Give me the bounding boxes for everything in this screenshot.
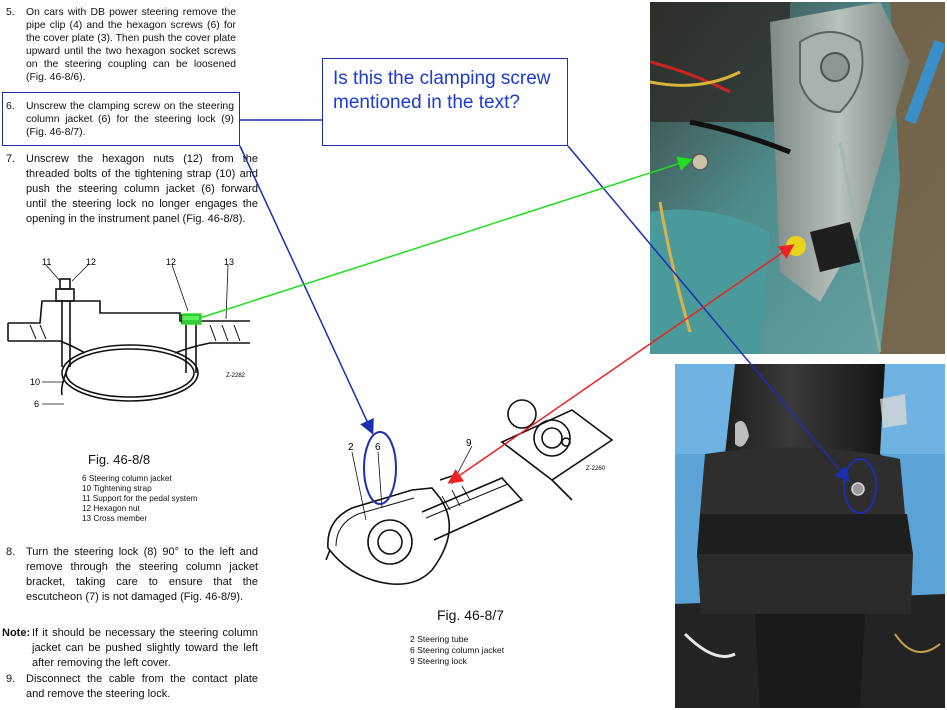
legend-item: 12 Hexagon nut: [82, 504, 140, 513]
callout-question: Is this the clamping screw mentioned in …: [322, 58, 568, 146]
fig2-label-2: 2: [348, 442, 354, 453]
steering-column-photo: [675, 364, 945, 708]
step-9: 9. Disconnect the cable from the contact…: [6, 672, 258, 702]
step-number: 8.: [6, 546, 16, 558]
step-text: Unscrew the clamping screw on the steeri…: [26, 101, 234, 138]
step-5: 5. On cars with DB power steering remove…: [6, 6, 236, 84]
legend-item: 9 Steering lock: [410, 656, 467, 666]
fig1-label-12b: 12: [166, 257, 176, 267]
step-number: 9.: [6, 673, 16, 685]
step-text: On cars with DB power steering remove th…: [26, 7, 236, 83]
note-text: If it should be necessary the steering c…: [32, 627, 258, 669]
note: Note: If it should be necessary the stee…: [2, 626, 258, 671]
step-text: Disconnect the cable from the contact pl…: [26, 673, 258, 700]
fig1-label-10: 10: [30, 377, 40, 387]
fig2-label-6: 6: [375, 442, 381, 453]
fig-46-8-8-diagram: 11 12 12 13 10 6 Z-2282: [7, 257, 250, 409]
engine-bay-photo: [650, 2, 945, 354]
fig-46-8-7-legend: 2 Steering tube 6 Steering column jacket…: [410, 634, 504, 667]
fig1-label-13: 13: [224, 257, 234, 267]
fig2-label-9: 9: [466, 438, 472, 449]
fig1-code: Z-2282: [226, 373, 246, 379]
step-8: 8. Turn the steering lock (8) 90° to the…: [6, 545, 258, 605]
fig-46-8-7-caption: Fig. 46-8/7: [437, 607, 504, 623]
step-text: Turn the steering lock (8) 90° to the le…: [26, 546, 258, 603]
legend-item: 13 Cross member: [82, 514, 148, 523]
fig1-label-12a: 12: [86, 257, 96, 267]
callout-text: Is this the clamping screw mentioned in …: [333, 68, 551, 113]
fig1-label-11: 11: [42, 257, 51, 267]
fig-46-8-8-caption: Fig. 46-8/8: [88, 452, 151, 467]
note-label: Note:: [2, 627, 31, 639]
legend-item: 6 Steering column jacket: [410, 645, 505, 655]
legend-item: 2 Steering tube: [410, 634, 469, 644]
step-number: 6.: [6, 101, 15, 112]
step-7: 7. Unscrew the hexagon nuts (12) from th…: [6, 152, 258, 227]
step-text: Unscrew the hexagon nuts (12) from the t…: [26, 153, 258, 225]
fig-46-8-8-legend: 6 Steering column jacket 10 Tightening s…: [82, 474, 197, 524]
step-6-highlight-box: [2, 92, 240, 146]
fig2-code: Z-2260: [586, 466, 606, 472]
legend-item: 10 Tightening strap: [82, 484, 152, 493]
legend-item: 11 Support for the pedal system: [82, 494, 198, 503]
fig1-label-6: 6: [34, 399, 39, 409]
step-6: 6. Unscrew the clamping screw on the ste…: [6, 100, 234, 139]
legend-item: 6 Steering column jacket: [82, 474, 172, 483]
fig-46-8-7-diagram: 2 6 9 Z-2260: [325, 399, 614, 586]
step-number: 7.: [6, 153, 16, 165]
green-arrow: [199, 156, 693, 319]
step-number: 5.: [6, 7, 15, 18]
